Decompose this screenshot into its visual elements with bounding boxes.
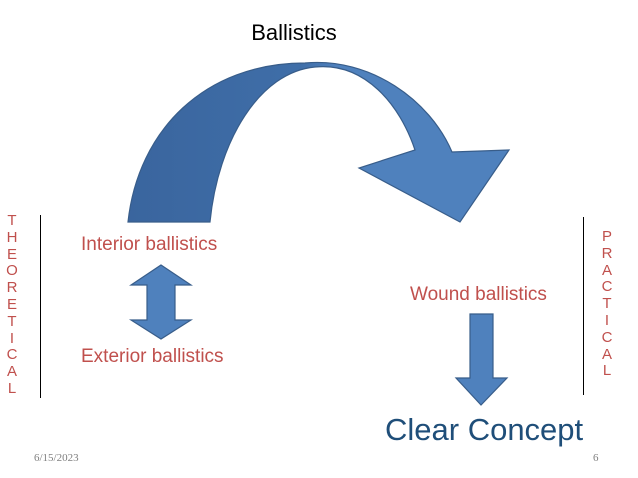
letter: O xyxy=(6,262,18,280)
curved-arrow xyxy=(127,61,511,223)
letter: P xyxy=(601,228,612,245)
letter: E xyxy=(6,295,17,313)
letter: A xyxy=(6,363,17,381)
letter: C xyxy=(6,346,18,364)
letter: L xyxy=(602,362,612,380)
letter: R xyxy=(6,279,18,297)
letter: T xyxy=(602,295,612,313)
letter: A xyxy=(601,345,612,363)
letter: C xyxy=(601,328,613,346)
slide-title: Ballistics xyxy=(251,20,337,45)
letter: I xyxy=(9,329,15,347)
footer-page-number: 6 xyxy=(593,452,599,464)
letter: A xyxy=(601,261,612,279)
letter: T xyxy=(7,312,17,330)
letter: T xyxy=(7,212,17,229)
letter: H xyxy=(6,228,18,246)
down-arrow xyxy=(454,313,509,406)
left-divider-line xyxy=(40,215,41,398)
letter: R xyxy=(601,244,613,262)
right-vertical-label: P R A C T I C A L xyxy=(597,228,617,380)
letter: C xyxy=(601,278,613,296)
wound-ballistics-label: Wound ballistics xyxy=(410,284,547,305)
letter: I xyxy=(604,311,610,329)
clear-concept-label: Clear Concept xyxy=(385,412,584,447)
letter: L xyxy=(7,379,17,397)
double-arrow xyxy=(128,264,194,340)
interior-ballistics-label: Interior ballistics xyxy=(81,234,218,255)
footer-date: 6/15/2023 xyxy=(34,452,79,464)
exterior-ballistics-label: Exterior ballistics xyxy=(81,346,224,367)
left-vertical-label: T H E O R E T I C A L xyxy=(2,212,22,398)
letter: E xyxy=(6,245,17,263)
right-divider-line xyxy=(583,217,584,395)
